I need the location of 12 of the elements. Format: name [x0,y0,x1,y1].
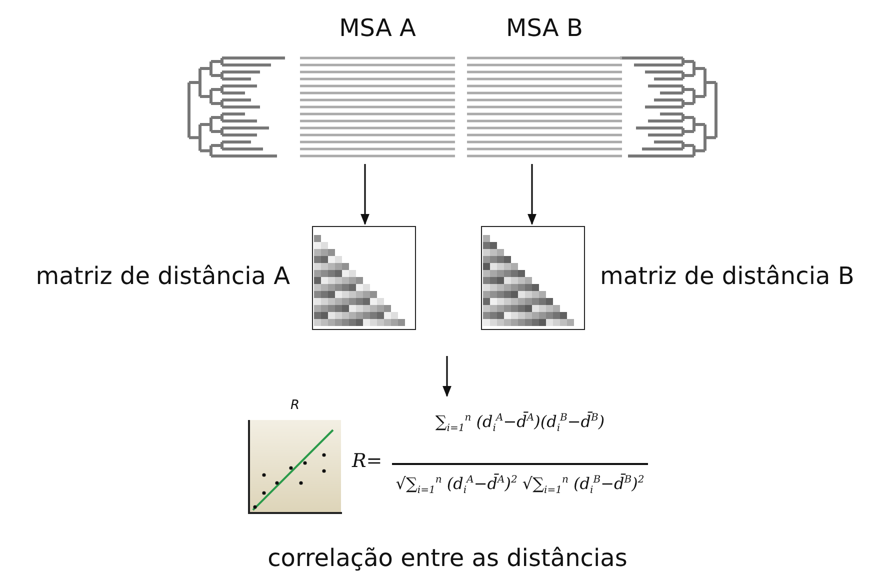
matrix-caption: matriz de distância A [36,262,290,290]
formula-numerator: ∑$_{i=1}$$^{n}$ (d$_{i}$$^{A}$−d̄$^{A}$)(d$_{i}$$^{B}$−d̄$^{B}$) [434,412,606,434]
arrow [442,356,452,398]
arrow [528,164,536,226]
alignment-title: MSA A [338,14,417,42]
matrix-caption: matriz de distância B [600,262,854,290]
alignment-title: MSA B [505,14,584,42]
group-title: correlação entre as distâncias [266,544,628,572]
arrow [360,164,370,226]
formula-denominator: √∑$_{i=1}$$^{n}$ (d$_{i}$$^{A}$−d̄$^{A}$)$^{2}$ √∑$_{i=1}$$^{n}$ (d$_{i}$$^{B}$−d̄$^{B}$)$^{2}$ [394,474,646,496]
formula-symbol: R= [352,450,384,472]
plot-title: R [289,398,301,413]
